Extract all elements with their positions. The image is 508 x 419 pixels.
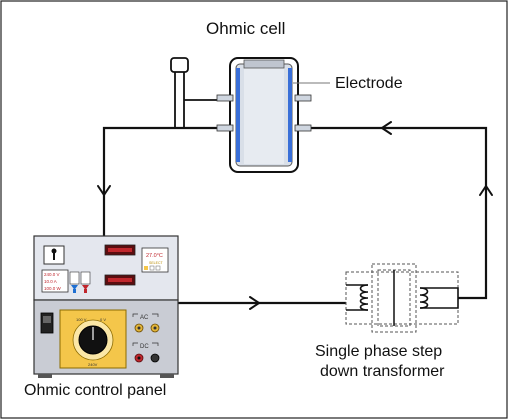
flow-arrow-icon-left <box>381 121 392 135</box>
dial-max-label: 240V <box>88 362 98 367</box>
wire-cell-to-transformer <box>310 126 488 300</box>
ac-label: AC <box>140 315 149 321</box>
ohmic-control-panel: 27.0°C SELECT 240.0 V 10.0 A 100.0 W 100… <box>33 235 179 378</box>
transformer-label-line2: down transformer <box>320 363 445 380</box>
circuit-wires <box>102 126 488 305</box>
power-switch-icon[interactable] <box>40 312 54 334</box>
flow-arrow-icon-right <box>249 296 260 310</box>
dial-high-label: 0 V <box>100 317 106 322</box>
transformer-coil-icon <box>346 284 459 311</box>
electrode-right <box>288 68 292 162</box>
electrode-left <box>236 68 240 162</box>
electrode-label: Electrode <box>335 75 403 92</box>
flow-arrow-icon <box>97 121 493 310</box>
flow-arrow-icon-up <box>479 185 493 196</box>
wire-cell-to-panel <box>102 126 232 236</box>
transformer <box>345 263 459 333</box>
control-panel-label: Ohmic control panel <box>24 382 166 399</box>
temp-readout: 27.0°C <box>146 253 163 259</box>
dial-low-label: 100 V <box>76 317 87 322</box>
temp-readout-sub: SELECT <box>149 261 163 265</box>
transformer-label-line1: Single phase step <box>315 343 442 360</box>
power-readout: 100.0 W <box>44 286 62 291</box>
dc-label: DC <box>140 344 149 350</box>
current-readout: 10.0 A <box>44 279 57 284</box>
dc-terminal-negative[interactable] <box>150 353 160 363</box>
ohmic-cell <box>170 57 330 173</box>
thermometer-icon <box>170 57 232 128</box>
ohmic-cell-title: Ohmic cell <box>206 19 285 38</box>
voltage-readout: 240.0 V <box>44 272 60 277</box>
flow-arrow-icon-down <box>97 185 111 196</box>
